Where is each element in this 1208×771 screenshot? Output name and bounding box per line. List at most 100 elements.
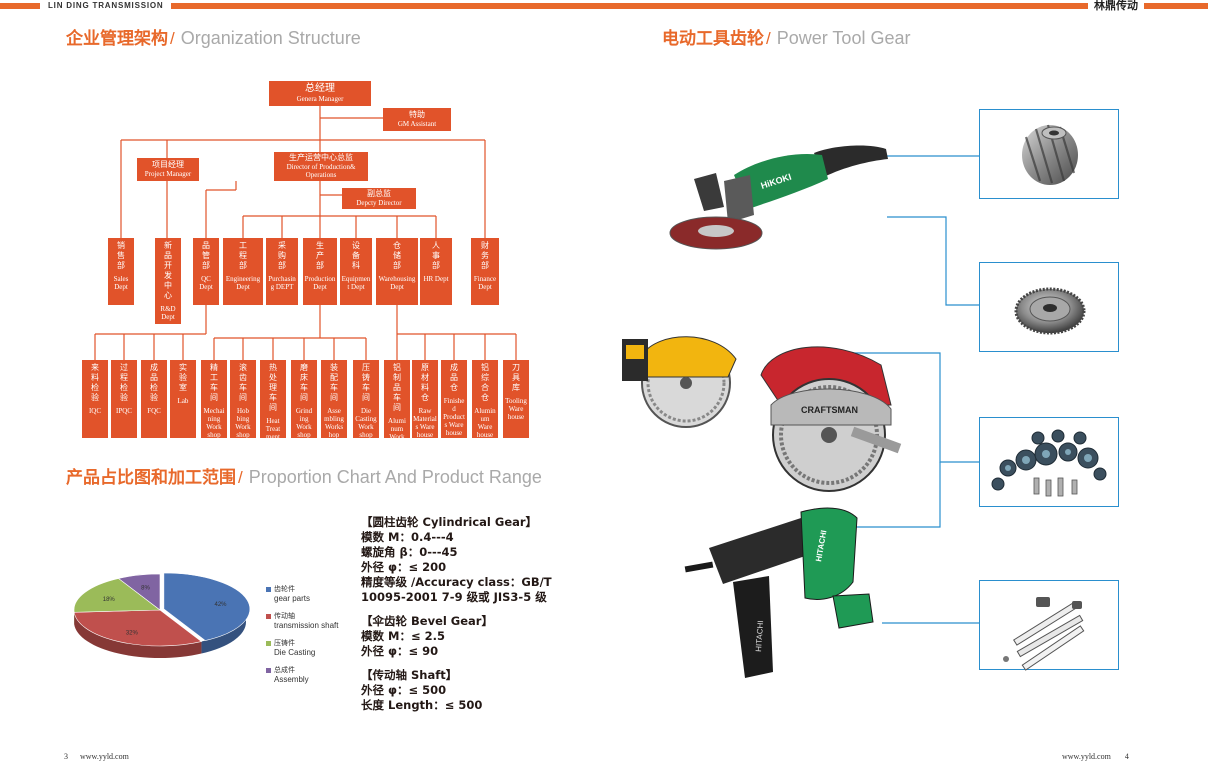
legend-swatch (266, 668, 271, 673)
hitachi-rotary-hammer-icon: HITACHI HITACHI (684, 507, 874, 678)
org-dept-zh: 设备科 (352, 241, 360, 270)
org-unit-en: Hob bing Work shop (235, 407, 251, 438)
svg-text:CRAFTSMAN: CRAFTSMAN (801, 405, 858, 415)
org-gm-assistant: 特助 GM Assistant (383, 108, 451, 131)
legend-item-assembly: 总成件 Assembly (266, 666, 362, 693)
org-dept-en: Engineering Dept (225, 275, 261, 291)
org-unit-en: Finished Products Ware house (443, 397, 465, 437)
org-deputy-director: 副总监 Depcty Director (342, 188, 416, 209)
gear-box-shafts (979, 580, 1119, 671)
legend-item-transmission-shaft: 传动轴 transmission shaft (266, 612, 362, 639)
org-unit-zh: 装配车间 (330, 363, 338, 402)
org-dept-zh: 人事部 (432, 241, 440, 270)
org-unit-box: 原材料仓 Raw Materials Ware house (412, 360, 438, 438)
org-chart-connectors (94, 106, 517, 360)
org-unit-zh: 磨床车间 (300, 363, 308, 402)
org-unit-zh: 铝制品车间 (393, 363, 401, 412)
legend-item-gear-parts: 齿轮件 gear parts (266, 585, 362, 612)
footer-right: www.yyld.com 4 (1062, 752, 1129, 761)
pie-slice (73, 609, 203, 647)
gear-set-icon (991, 429, 1107, 497)
org-project-manager: 项目经理 Project Manager (137, 158, 199, 181)
org-unit-zh: 实验室 (179, 363, 187, 392)
footer-left: 3 www.yyld.com (64, 752, 129, 761)
pie-legend: 齿轮件 gear parts 传动轴 transmission shaft 压铸… (266, 585, 362, 693)
org-dept-box: 品管部 QC Dept (193, 238, 219, 305)
org-unit-zh: 原材料仓 (421, 363, 429, 402)
org-unit-en: Die Casting Work shop (355, 407, 377, 438)
pie-slice-label: 32% (126, 630, 139, 636)
pie-slice-side (74, 612, 202, 658)
org-dept-box: 财务部 Finance Dept (471, 238, 499, 305)
org-unit-en: IQC (88, 407, 102, 415)
craftsman-circular-saw-icon: CRAFTSMAN (760, 346, 902, 492)
org-unit-zh: 成品检验 (150, 363, 158, 402)
org-unit-en: Alumi num Work shop (388, 417, 406, 438)
top-bar: LIN DING TRANSMISSION 林鼎传动 (0, 0, 1208, 12)
brand-name-zh: 林鼎传动 (1088, 0, 1144, 12)
org-dept-en: Purchasing DEPT (268, 275, 296, 291)
org-dept-en: QC Dept (199, 275, 213, 291)
org-unit-box: 实验室 Lab (170, 360, 196, 438)
org-unit-box: 成品检验 FQC (141, 360, 167, 438)
org-dept-box: 新品开发中心 R&D Dept (155, 238, 181, 324)
org-dept-box: 设备科 Equipment Dept (340, 238, 372, 305)
org-unit-zh: 铝综合仓 (481, 363, 489, 402)
org-unit-box: 装配车间 Asse mbling Works hop (321, 360, 347, 438)
org-unit-box: 精工车间 Mechai ning Work shop (201, 360, 227, 438)
product-range-specs: 【圆柱齿轮 Cylindrical Gear】 模数 M：0.4---4 螺旋角… (361, 515, 611, 722)
org-dept-en: Warehousing Dept (378, 275, 416, 291)
org-unit-en: Mechai ning Work shop (203, 407, 225, 438)
org-unit-en: Aluminum Ware house (474, 407, 496, 438)
org-dept-box: 工程部 Engineering Dept (223, 238, 263, 305)
footer-url-right: www.yyld.com (1062, 752, 1111, 761)
page-number-right: 4 (1124, 752, 1129, 761)
org-unit-en: Raw Materials Ware house (413, 407, 437, 438)
spec-bevel-gear: 【伞齿轮 Bevel Gear】 模数 M：≤ 2.5 外径 φ：≤ 90 (361, 614, 493, 658)
org-unit-box: 刀具库 Tooling Ware house (503, 360, 529, 438)
org-unit-zh: 滚齿车间 (239, 363, 247, 402)
org-unit-zh: 刀具库 (512, 363, 520, 392)
org-unit-en: Lab (177, 397, 189, 405)
org-general-manager: 总经理 Genera Manager (269, 81, 371, 106)
brand-name-en: LIN DING TRANSMISSION (40, 0, 172, 12)
legend-swatch (266, 587, 271, 592)
pie-slice (117, 573, 161, 611)
org-dept-en: Production Dept (304, 275, 336, 291)
proportion-pie-chart: 42%32%18%8% (73, 572, 251, 658)
top-accent-band (0, 3, 1208, 9)
org-dept-en: HR Dept (423, 275, 449, 283)
legend-swatch (266, 614, 271, 619)
org-unit-zh: 精工车间 (210, 363, 218, 402)
page-number-left: 3 (64, 752, 68, 761)
gear-box-bevel-gear (979, 262, 1119, 352)
org-unit-zh: 过程检验 (120, 363, 128, 402)
pie-slice-side (201, 610, 246, 654)
org-dept-en: Finance Dept (473, 275, 497, 291)
org-unit-en: FQC (147, 407, 161, 415)
shaft-icon (1003, 597, 1085, 671)
org-dept-zh: 财务部 (481, 241, 489, 270)
org-dept-zh: 工程部 (239, 241, 247, 270)
org-unit-en: Tooling Ware house (505, 397, 527, 421)
org-unit-en: Asse mbling Works hop (324, 407, 344, 438)
product-section-title: 电动工具齿轮/Power Tool Gear (662, 28, 911, 49)
spec-shaft: 【传动轴 Shaft】 外径 φ：≤ 500 长度 Length：≤ 500 (361, 668, 483, 712)
org-dept-box: 人事部 HR Dept (420, 238, 452, 305)
org-dept-en: Equipment Dept (341, 275, 371, 291)
org-dept-zh: 新品开发中心 (164, 241, 172, 300)
org-dept-zh: 品管部 (202, 241, 210, 270)
org-unit-box: 铝综合仓 Aluminum Ware house (472, 360, 498, 438)
org-dept-en: Sales Dept (113, 275, 129, 291)
org-dept-en: R&D Dept (160, 305, 176, 321)
gear-box-gear-set (979, 417, 1119, 507)
